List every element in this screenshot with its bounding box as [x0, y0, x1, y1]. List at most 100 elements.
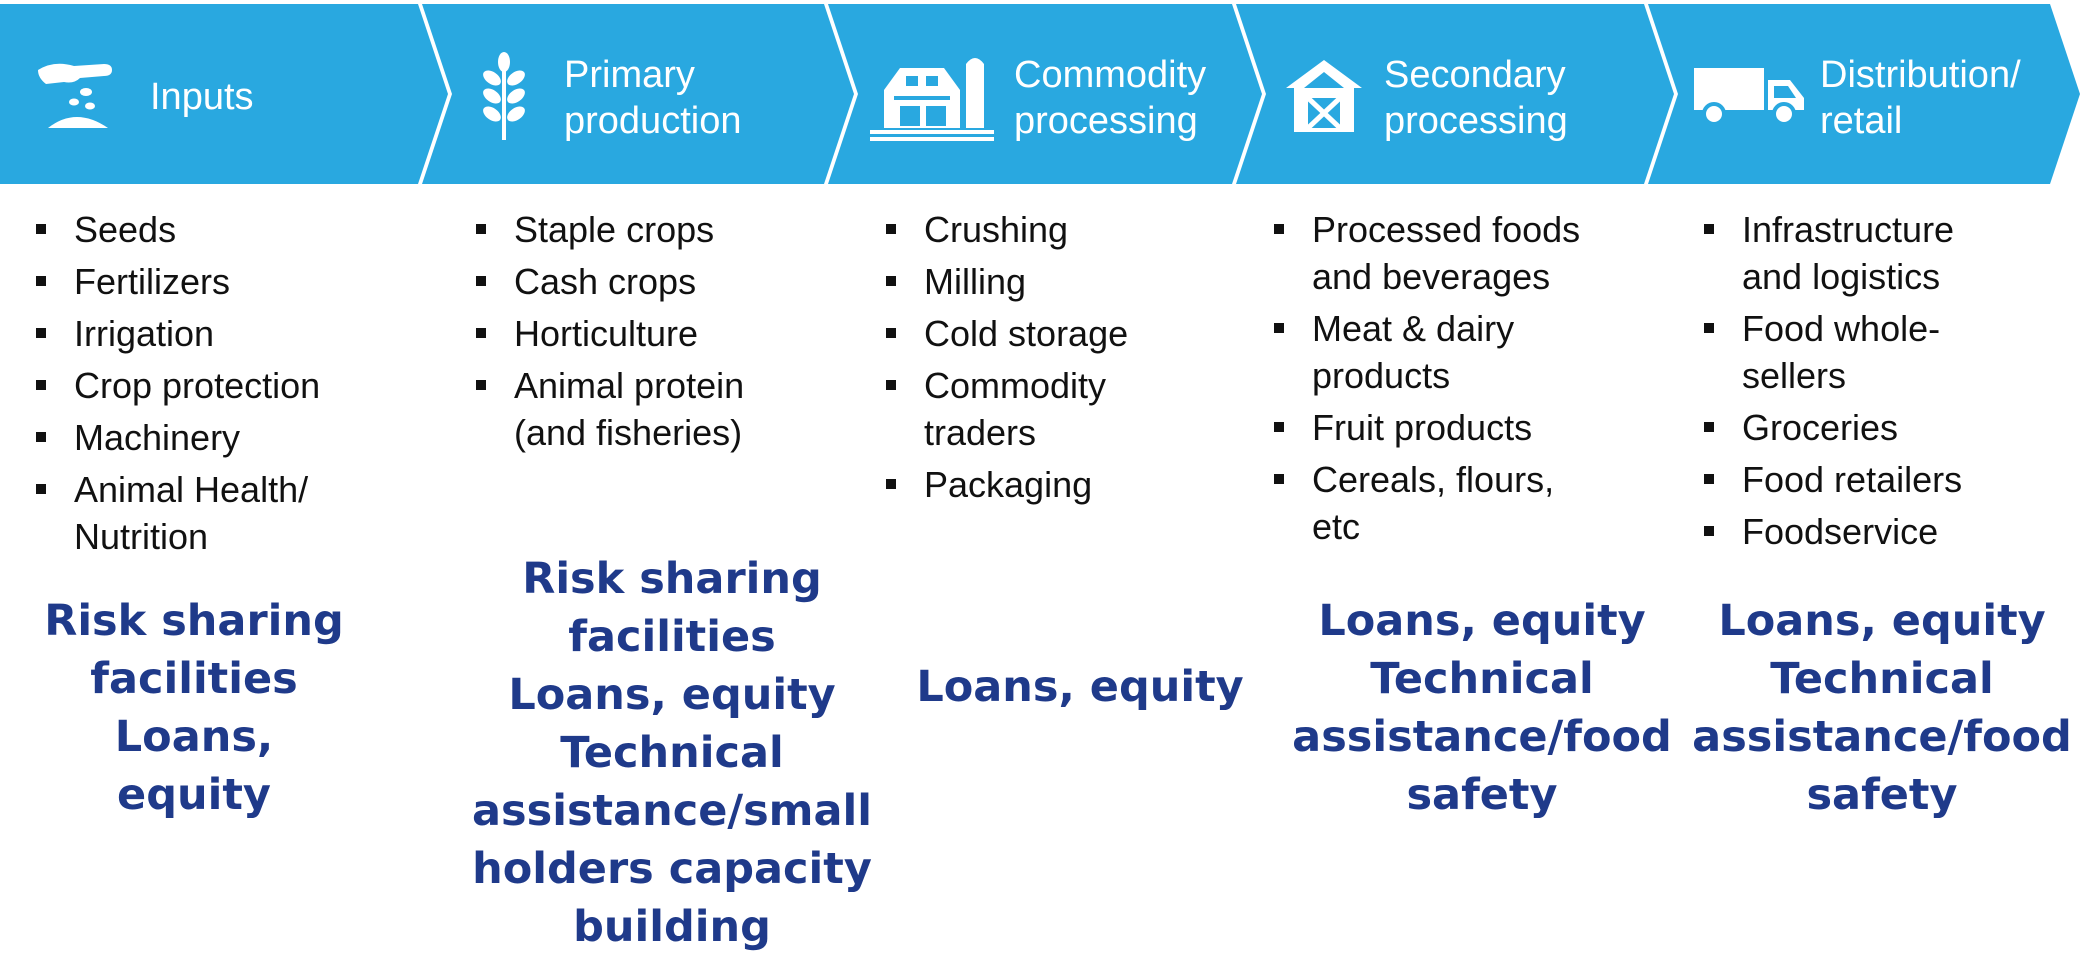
- bullet-list-commodity-processing: Crushing Milling Cold storage Commodity t…: [882, 206, 1128, 513]
- list-item: Food retailers: [1700, 456, 1962, 503]
- bullet-list-inputs: Seeds Fertilizers Irrigation Crop protec…: [32, 206, 320, 565]
- chevron-primary-production: [422, 4, 854, 184]
- financing-line: facilities: [90, 654, 298, 704]
- list-item-line: Food whole-: [1742, 308, 1941, 349]
- list-item: Animal protein (and fisheries): [472, 362, 744, 456]
- list-item: Cash crops: [472, 258, 744, 305]
- list-item: Seeds: [32, 206, 320, 253]
- financing-line: Risk sharing: [522, 554, 822, 604]
- financing-line: Technical: [1770, 654, 1994, 704]
- list-item: Crop protection: [32, 362, 320, 409]
- stage-title-line: processing: [1384, 100, 1568, 142]
- stage-title-inputs: Inputs: [150, 74, 254, 120]
- list-item: Packaging: [882, 461, 1128, 508]
- list-item-line: Groceries: [1742, 407, 1899, 448]
- list-item: Infrastructure and logistics: [1700, 206, 1962, 300]
- list-item-line: Crop protection: [74, 365, 321, 406]
- list-item-line: Meat & dairy: [1312, 308, 1515, 349]
- list-item-line: Processed foods: [1312, 209, 1581, 250]
- financing-inputs: Risk sharing facilities Loans, equity: [44, 592, 344, 824]
- list-item-line: Food retailers: [1742, 459, 1963, 500]
- bullet-list-distribution-retail: Infrastructure and logistics Food whole-s…: [1700, 206, 1962, 560]
- financing-line: Loans,: [114, 712, 274, 762]
- list-item-line: products: [1312, 355, 1451, 396]
- list-item: Machinery: [32, 414, 320, 461]
- financing-line: Loans, equity: [1318, 596, 1646, 646]
- stage-title-line: Distribution/: [1820, 54, 2021, 96]
- financing-line: assistance/small: [472, 786, 872, 836]
- financing-line: assistance/food: [1692, 712, 2072, 762]
- list-item-line: and logistics: [1742, 256, 1941, 297]
- barn-icon: [1286, 60, 1362, 132]
- financing-line: safety: [1406, 770, 1558, 820]
- hand-seeds-icon: [38, 63, 112, 128]
- list-item: Meat & dairy products: [1270, 305, 1580, 399]
- wheat-icon: [483, 52, 525, 140]
- list-item: Horticulture: [472, 310, 744, 357]
- truck-icon: [1694, 68, 1804, 126]
- stage-title-line: processing: [1014, 100, 1198, 142]
- financing-secondary-processing: Loans, equity Technical assistance/food …: [1272, 592, 1692, 824]
- financing-distribution-retail: Loans, equity Technical assistance/food …: [1682, 592, 2082, 824]
- chevron-inputs: [0, 4, 448, 184]
- list-item: Fruit products: [1270, 404, 1580, 451]
- list-item-line: Machinery: [74, 417, 241, 458]
- farm-silo-icon: [870, 58, 994, 141]
- list-item-line: Animal protein: [514, 365, 745, 406]
- financing-line: Loans, equity: [916, 662, 1244, 712]
- bullet-list-primary-production: Staple crops Cash crops Horticulture Ani…: [472, 206, 744, 461]
- list-item-line: etc: [1312, 506, 1361, 547]
- list-item: Animal Health/Nutrition: [32, 466, 320, 560]
- financing-line: equity: [117, 770, 271, 820]
- list-item-line: Seeds: [74, 209, 177, 250]
- stage-title-line: production: [564, 100, 742, 142]
- chevron-distribution-retail: [1648, 4, 2080, 184]
- list-item: Crushing: [882, 206, 1128, 253]
- list-item-line: Cold storage: [924, 313, 1129, 354]
- list-item: Milling: [882, 258, 1128, 305]
- list-item-line: Irrigation: [74, 313, 215, 354]
- list-item: Groceries: [1700, 404, 1962, 451]
- financing-line: facilities: [568, 612, 776, 662]
- financing-line: Technical: [560, 728, 784, 778]
- list-item: Cereals, flours, etc: [1270, 456, 1580, 550]
- list-item-line: (and fisheries): [514, 412, 743, 453]
- list-item-line: Infrastructure: [1742, 209, 1955, 250]
- list-item-line: traders: [924, 412, 1037, 453]
- list-item-line: Fruit products: [1312, 407, 1533, 448]
- financing-line: Loans, equity: [508, 670, 836, 720]
- stage-title-line: Commodity: [1014, 54, 1207, 96]
- stage-title-line: retail: [1820, 100, 1903, 142]
- list-item: Food whole-sellers: [1700, 305, 1962, 399]
- list-item-line: Foodservice: [1742, 511, 1939, 552]
- list-item: Irrigation: [32, 310, 320, 357]
- list-item-line: Milling: [924, 261, 1027, 302]
- financing-line: assistance/food: [1292, 712, 1672, 762]
- list-item: Staple crops: [472, 206, 744, 253]
- financing-commodity-processing: Loans, equity: [880, 658, 1280, 716]
- financing-line: Technical: [1370, 654, 1594, 704]
- list-item-line: Fertilizers: [74, 261, 231, 302]
- financing-line: holders capacity: [472, 844, 872, 894]
- list-item-line: Commodity: [924, 365, 1107, 406]
- list-item-line: Cereals, flours,: [1312, 459, 1555, 500]
- financing-line: Loans, equity: [1718, 596, 2046, 646]
- list-item-line: Horticulture: [514, 313, 699, 354]
- financing-line: safety: [1806, 770, 1958, 820]
- list-item: Foodservice: [1700, 508, 1962, 555]
- stage-title-line: Primary: [564, 54, 695, 96]
- stage-title-line: Inputs: [150, 76, 254, 118]
- list-item: Cold storage: [882, 310, 1128, 357]
- stage-title-distribution-retail: Distribution/ retail: [1820, 52, 2021, 144]
- list-item-line: Animal Health/: [74, 469, 309, 510]
- list-item-line: Crushing: [924, 209, 1069, 250]
- list-item: Commodity traders: [882, 362, 1128, 456]
- list-item-line: Staple crops: [514, 209, 715, 250]
- list-item-line: sellers: [1742, 355, 1847, 396]
- stage-title-line: Secondary: [1384, 54, 1566, 96]
- financing-primary-production: Risk sharing facilities Loans, equity Te…: [462, 550, 882, 956]
- list-item-line: Packaging: [924, 464, 1093, 505]
- financing-line: Risk sharing: [44, 596, 344, 646]
